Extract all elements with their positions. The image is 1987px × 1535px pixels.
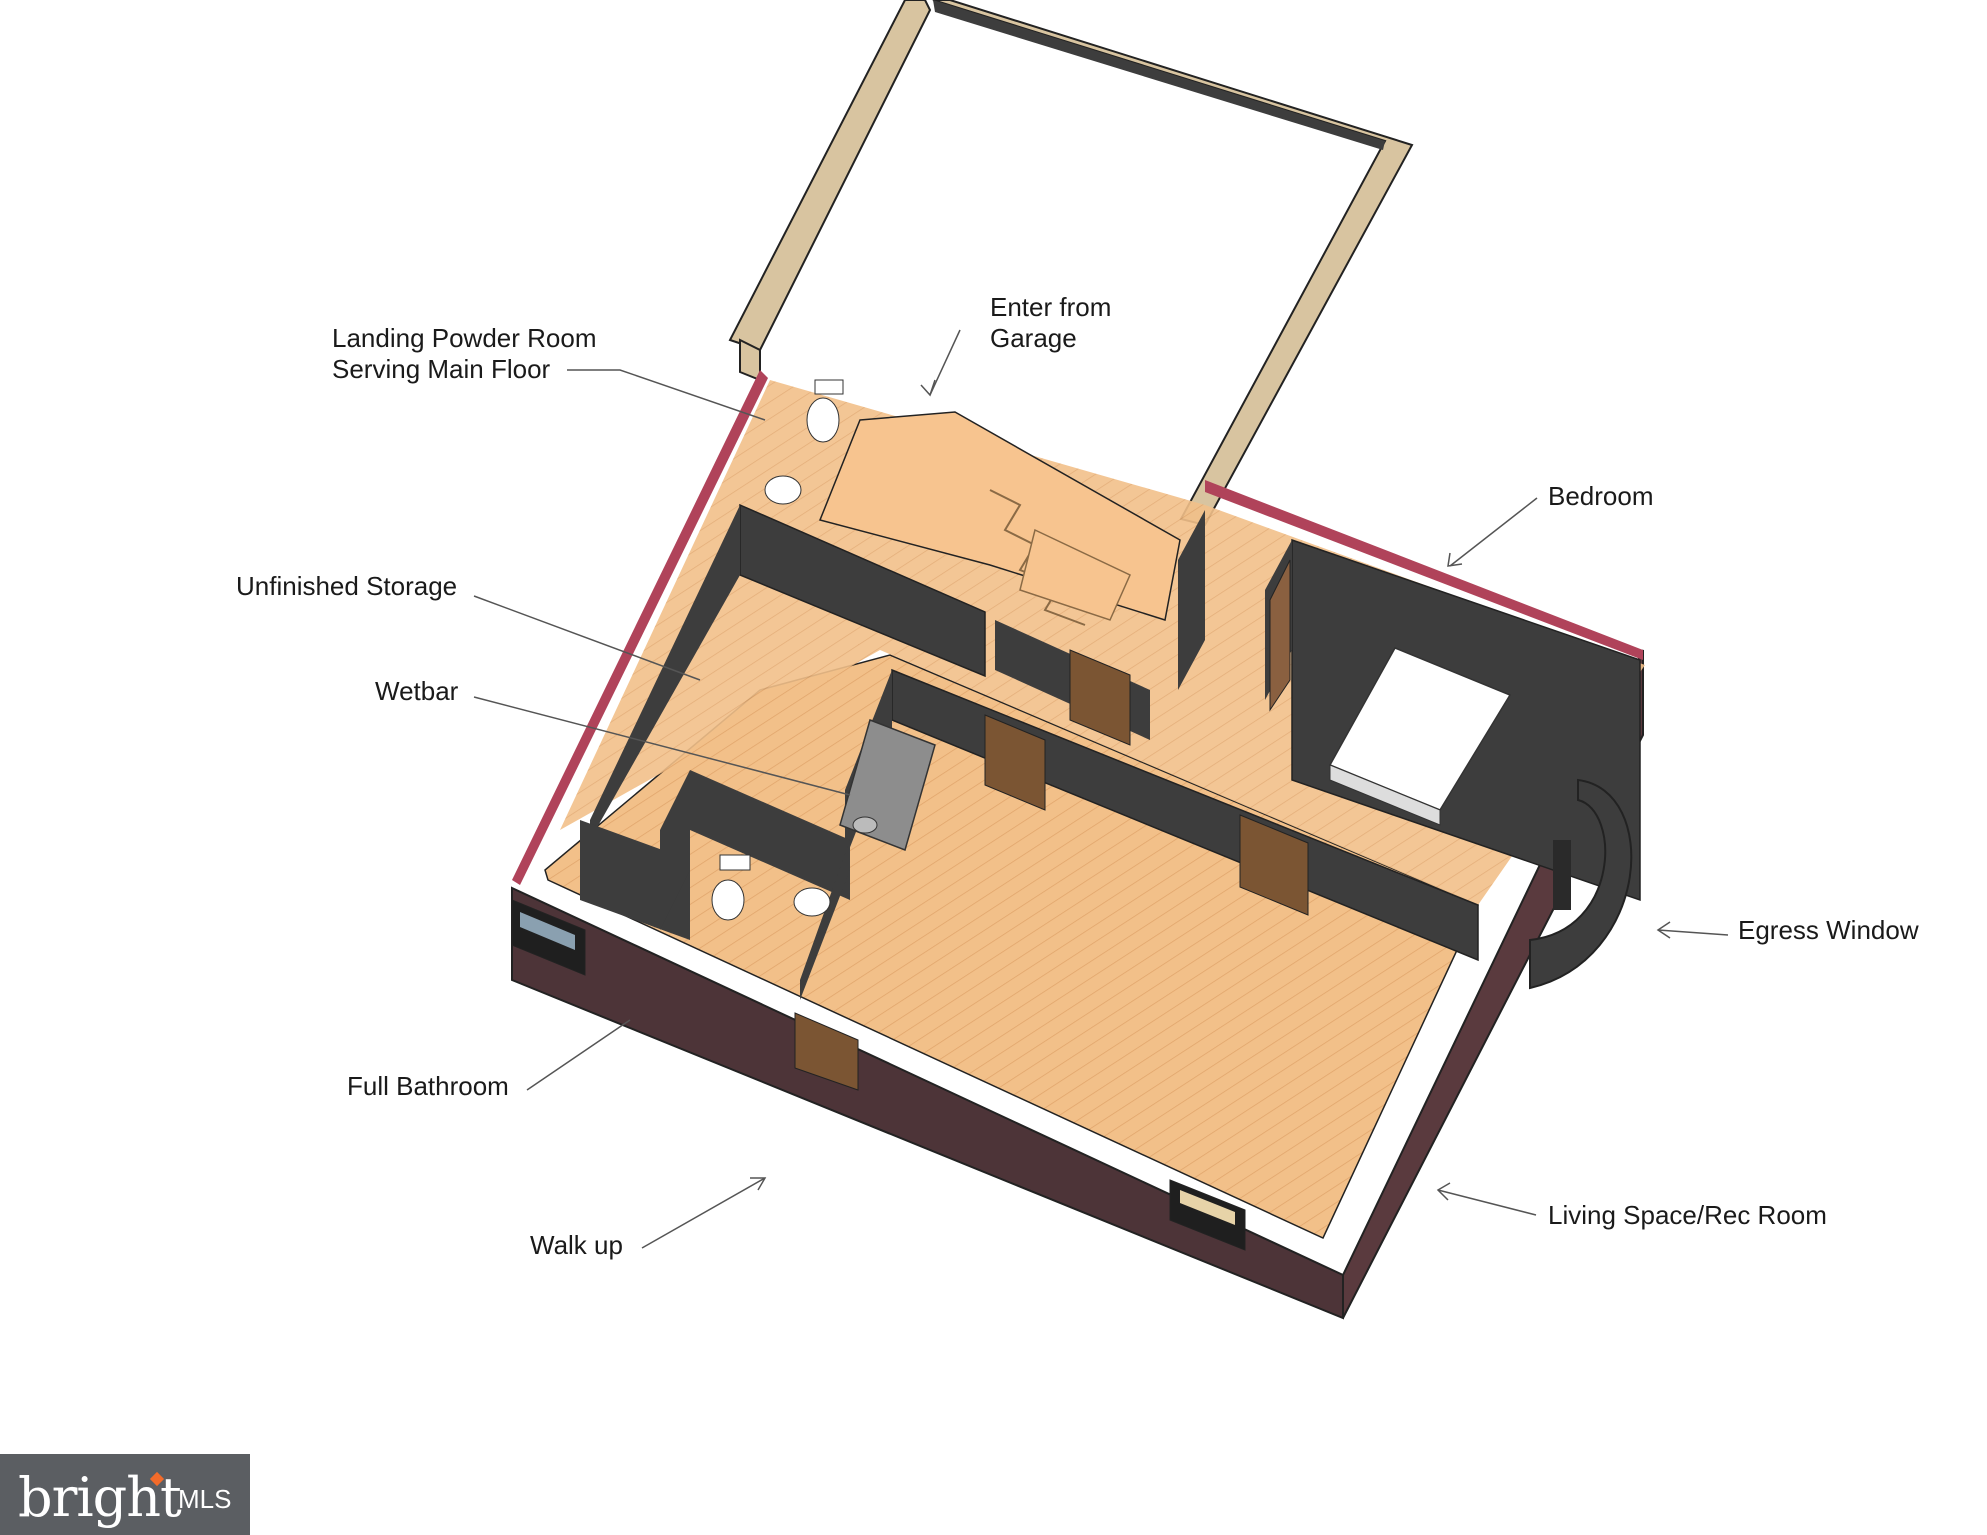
doors (794, 559, 1309, 1091)
label-egress-window: Egress Window (1738, 915, 1919, 945)
windows (511, 899, 1246, 1251)
label-bedroom: Bedroom (1548, 481, 1654, 511)
bright-mls-watermark: bright MLS (0, 1454, 250, 1535)
leader-lines (473, 329, 1729, 1249)
label-living-space-rec-room: Living Space/Rec Room (1548, 1200, 1827, 1230)
stairwell (818, 411, 1181, 626)
label-walk-up: Walk up (530, 1230, 623, 1260)
egress-window-well (1529, 778, 1633, 990)
label-landing-powder-line1: Landing Powder Room (332, 323, 597, 353)
fixtures (711, 379, 936, 921)
label-enter-line1: Enter from (990, 292, 1112, 322)
label-full-bathroom: Full Bathroom (347, 1071, 509, 1101)
label-unfinished-storage: Unfinished Storage (236, 571, 458, 601)
label-landing-powder-room: Landing Powder Room Serving Main Floor (332, 323, 597, 385)
label-enter-from-garage: Enter from Garage (990, 292, 1111, 354)
label-landing-powder-line2: Serving Main Floor (332, 354, 551, 384)
watermark-mls-text: MLS (178, 1484, 232, 1514)
label-wetbar: Wetbar (375, 676, 459, 706)
label-enter-line2: Garage (990, 323, 1077, 353)
bed (1328, 647, 1512, 826)
